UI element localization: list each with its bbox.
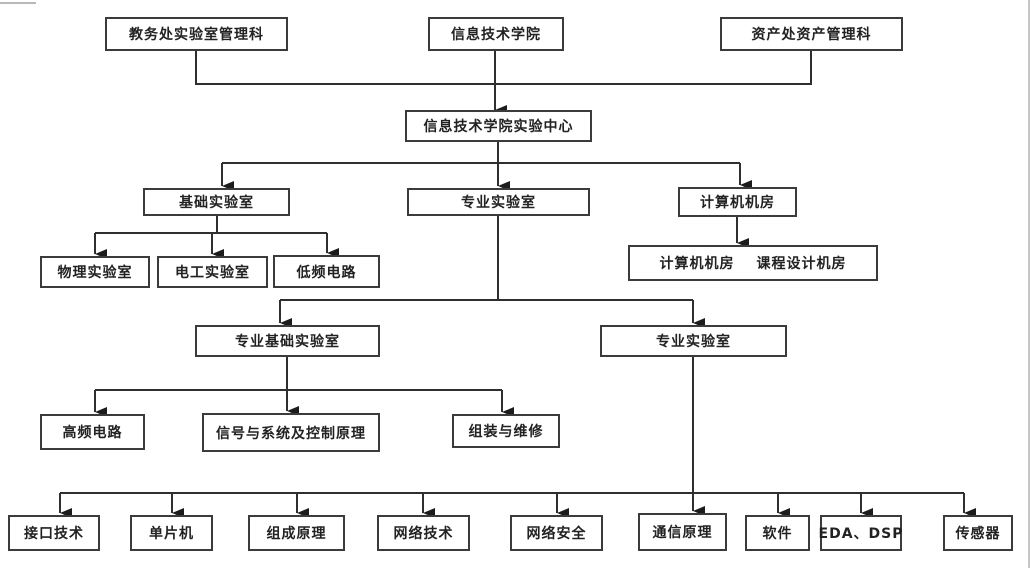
node-physics-lab: 物理实验室 [40,256,150,288]
course-design-room-label: 课程设计机房 [756,256,847,272]
node-network-technology: 网络技术 [377,515,470,551]
node-academic-affairs-lab-management: 教务处实验室管理科 [105,17,288,51]
computer-room-label: 计算机机房 [659,256,735,272]
node-professional-lab-2: 专业实验室 [600,325,787,357]
node-software: 软件 [745,515,810,551]
node-experiment-center: 信息技术学院实验中心 [405,110,592,142]
node-single-chip-microcomputer: 单片机 [130,515,213,551]
node-high-frequency-circuit: 高频电路 [40,414,145,450]
node-professional-basic-lab: 专业基础实验室 [195,325,380,357]
node-basic-lab: 基础实验室 [143,188,290,216]
node-network-security: 网络安全 [510,515,603,551]
node-assembly-maintenance: 组装与维修 [452,414,560,448]
node-communication-principle: 通信原理 [638,513,727,551]
node-it-college: 信息技术学院 [428,17,564,51]
node-electrician-lab: 电工实验室 [157,256,268,288]
node-composition-principle: 组成原理 [248,515,345,551]
node-computer-rooms-detail: 计算机机房 课程设计机房 [628,245,878,281]
node-sensor: 传感器 [943,515,1013,551]
node-eda-dsp: EDA、DSP [819,515,903,551]
node-interface-technology: 接口技术 [8,515,100,551]
node-computer-room: 计算机机房 [678,187,797,217]
node-professional-lab: 专业实验室 [407,188,590,216]
node-asset-management: 资产处资产管理科 [720,17,903,51]
node-signals-systems-control: 信号与系统及控制原理 [202,413,380,452]
node-low-frequency-circuit: 低频电路 [273,255,380,288]
